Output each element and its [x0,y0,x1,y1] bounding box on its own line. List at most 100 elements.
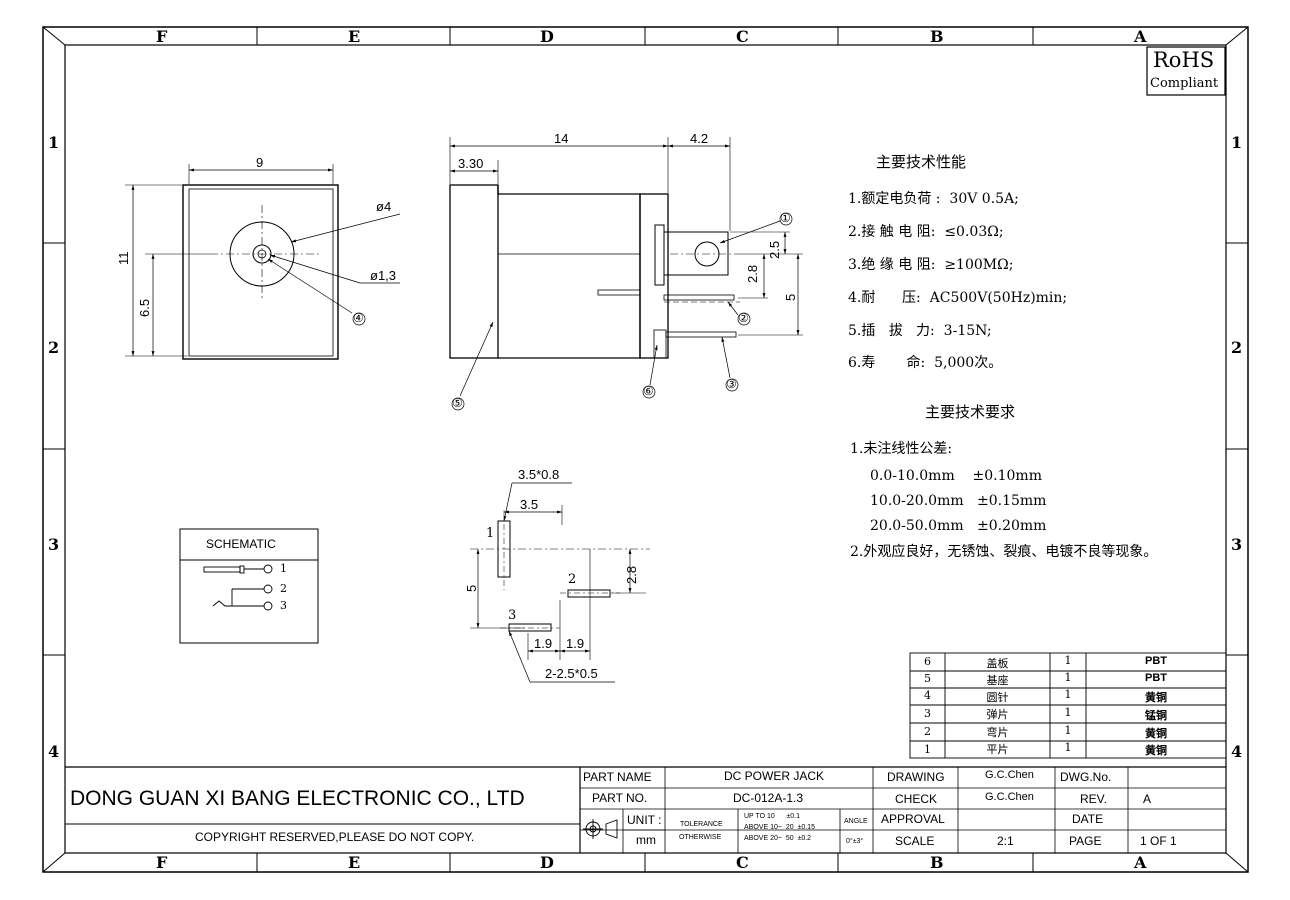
company-name: DONG GUAN XI BANG ELECTRONIC CO., LTD [70,787,525,810]
table-row: 6 盖板 1 PBT [910,653,1226,671]
pcb-dim-1-9a: 1.9 [534,636,553,651]
callout-6: ⑥ [643,384,654,398]
callout-5: ⑤ [452,396,463,410]
col-label-b-bottom: B [930,853,944,872]
row-label-2-left: 2 [48,338,60,357]
bom-name: 盖板 [986,657,1009,670]
bom-no: 4 [924,689,931,702]
bom-material: PBT [1145,672,1167,684]
pcb-label-1: 1 [486,526,495,541]
scale-label: SCALE [895,834,935,848]
scale-value: 2:1 [997,834,1014,848]
bom-name: 弯片 [986,726,1009,739]
req-item-3: 10.0-20.0mm ±0.15mm [870,493,1047,509]
rohs-subtitle: Compliant [1150,76,1219,91]
callout-2: ② [738,311,749,325]
projection-symbol-icon [583,819,618,839]
unit-label: UNIT : [627,813,662,827]
pcb-dim-1-9b: 1.9 [566,636,585,651]
rohs-title: RoHS [1153,48,1215,72]
rohs-box [1146,46,1226,96]
bom-no: 2 [924,725,931,738]
req-item-2: 0.0-10.0mm ±0.10mm [870,468,1042,484]
bom-no: 5 [924,672,931,685]
req-item-1: 1.未注线性公差: [850,441,953,457]
tol-row-2: ABOVE 10~ 20 ±0.15 [744,824,815,831]
specs-title: 主要技术性能 [876,153,967,171]
col-label-c-top: C [736,27,749,46]
bom-material: 黄铜 [1145,744,1167,757]
angle-label: ANGLE [844,818,868,825]
table-row: 1 平片 1 黄铜 [910,741,1226,758]
spec-item-4: 4.耐 压: AC500V(50Hz)min; [848,290,1068,306]
schematic-pin-1: 1 [280,562,287,575]
check-label: CHECK [895,792,938,806]
angle-value: 0°±3° [846,838,864,845]
pcb-label-2: 2 [568,572,577,587]
callout-3: ③ [726,377,737,391]
table-row: 3 弹片 1 锰铜 [910,705,1226,723]
bom-name: 圆针 [986,691,1009,704]
row-label-3-right: 3 [1231,535,1243,554]
schematic-box [179,528,319,644]
dim-height-11: 11 [116,251,131,266]
part-name-label: PART NAME [583,770,652,784]
side-view [449,137,803,411]
schematic-pin-2: 2 [280,582,287,595]
table-row: 4 圆针 1 黄铜 [910,688,1226,705]
bom-qty: 1 [1064,724,1072,737]
callout-4: ④ [353,311,364,325]
table-row: 5 基座 1 PBT [910,671,1226,688]
check-value: G.C.Chen [985,791,1034,803]
col-label-a-top: A [1134,27,1147,46]
tol-row-3: ABOVE 20~ 50 ±0.2 [744,835,812,842]
row-label-2-right: 2 [1231,338,1243,357]
dim-5: 5 [783,293,798,301]
part-name-value: DC POWER JACK [724,769,825,783]
row-label-3-left: 3 [48,535,60,554]
page-label: PAGE [1069,834,1102,848]
bom-qty: 1 [1064,671,1072,684]
requirements-title: 主要技术要求 [925,403,1016,421]
bom-no: 3 [924,707,931,720]
row-label-4-left: 4 [48,742,60,761]
spec-item-3: 3.绝 缘 电 阻: ≥100MΩ; [848,257,1014,273]
col-label-f-top: F [156,27,168,46]
sheet-frame [42,26,1249,873]
col-label-e-bottom: E [348,853,361,872]
col-label-d-top: D [540,27,554,46]
bom-qty: 1 [1064,654,1072,667]
bom-name: 平片 [986,743,1009,756]
row-dividers [43,242,1248,656]
dim-pin-dia: ø1,3 [370,268,397,283]
pcb-pad3-size: 2-2.5*0.5 [545,666,598,681]
otherwise-label: OTHERWISE [679,834,722,841]
col-label-b-top: B [930,27,944,46]
col-label-d-bottom: D [540,853,554,872]
schematic-pin-3: 3 [280,599,287,612]
unit-value: mm [636,833,656,847]
bom-material: 黄铜 [1145,727,1167,740]
row-label-4-right: 4 [1231,742,1243,761]
row-label-1-left: 1 [48,133,60,152]
callout-1: ① [780,211,791,225]
bom-name: 弹片 [986,708,1009,721]
bom-name: 基座 [986,674,1009,687]
dim-outer-dia: ø4 [376,199,392,214]
copyright-notice: COPYRIGHT RESERVED,PLEASE DO NOT COPY. [195,830,475,844]
pcb-pad1-offset: 3.5 [520,497,539,512]
dim-2-5: 2.5 [767,240,782,259]
spec-item-2: 2.接 触 电 阻: ≤0.03Ω; [848,224,1004,240]
part-no-label: PART NO. [592,791,648,805]
bom-no: 6 [924,655,931,668]
front-view [125,164,401,360]
pcb-pad1-size: 3.5*0.8 [518,467,560,482]
col-label-f-bottom: F [156,853,168,872]
dim-height-6-5: 6.5 [137,298,152,317]
rev-value: A [1143,792,1152,806]
dim-2-8: 2.8 [745,264,760,283]
dim-flange-3-30: 3.30 [458,156,484,171]
part-no-value: DC-012A-1.3 [733,791,804,805]
column-dividers [256,27,1034,872]
